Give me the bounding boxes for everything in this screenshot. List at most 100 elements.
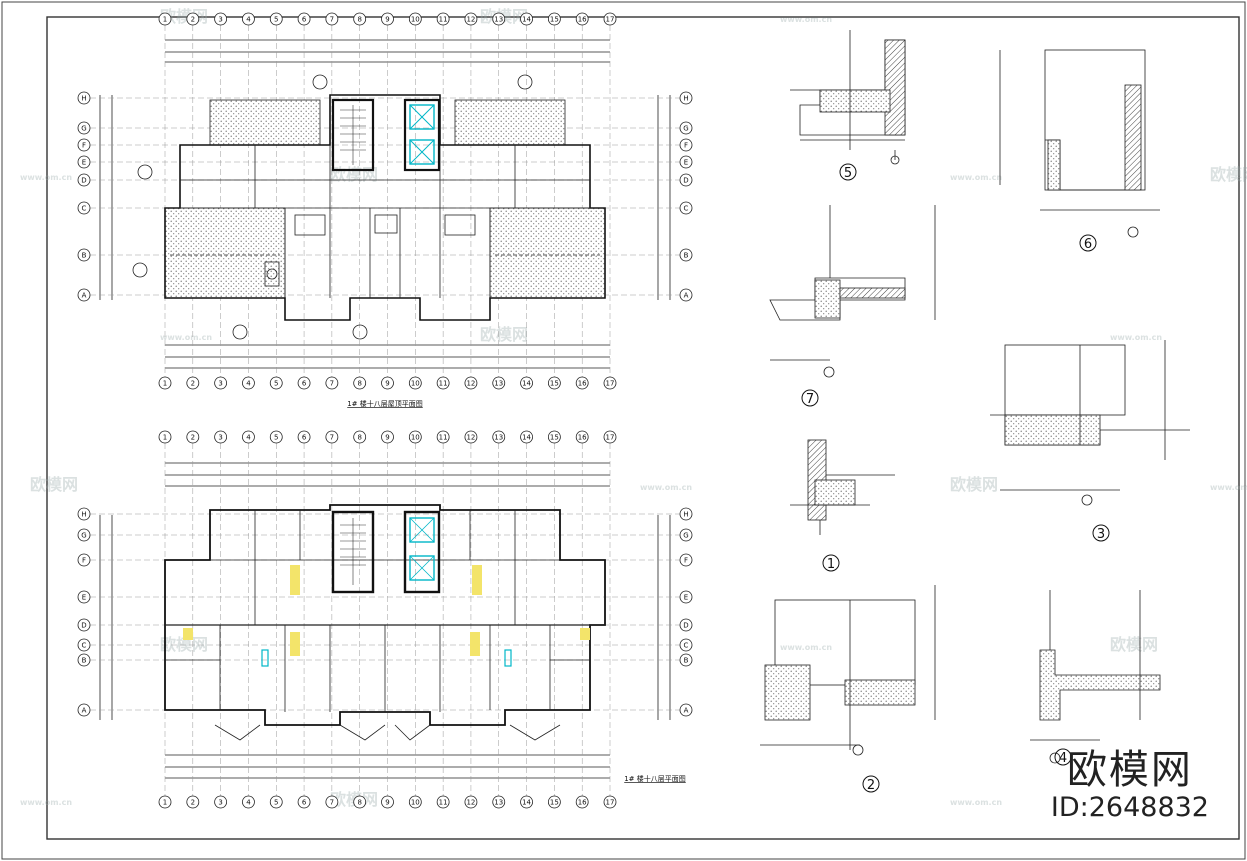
svg-text:16: 16 [578,380,587,388]
watermark-mark: www.om.cn [780,15,832,24]
svg-text:4: 4 [246,434,251,442]
svg-text:12: 12 [466,380,475,388]
axis-bubble-bottom: 12 [464,376,478,390]
axis-bubble-right: B [679,653,693,667]
detail-number: 7 [806,392,814,407]
axis-bubble-bottom: 14 [520,376,533,390]
axis-bubble-top: 3 [214,430,228,444]
svg-text:8: 8 [357,16,361,24]
svg-text:B: B [684,657,689,665]
svg-text:1: 1 [163,799,167,807]
axis-bubble-bottom: 14 [520,795,533,809]
axis-bubble-bottom: 10 [408,376,422,390]
axis-bubble-top: 16 [575,430,589,444]
axis-bubble-top: 11 [436,12,450,26]
watermark-mark: www.om.cn [160,333,212,342]
svg-text:9: 9 [385,799,389,807]
svg-text:3: 3 [218,799,222,807]
axis-bubble-right: G [679,528,693,542]
svg-text:8: 8 [357,799,361,807]
axis-bubble-right: B [679,248,693,262]
axis-bubble-bottom: 15 [547,795,561,809]
axis-bubble-top: 8 [353,12,367,26]
svg-text:2: 2 [191,434,195,442]
axis-bubble-bottom: 1 [158,376,172,390]
axis-bubble-top: 7 [325,430,339,444]
svg-text:17: 17 [606,16,615,24]
axis-bubble-left: C [77,201,91,215]
svg-text:3: 3 [218,16,222,24]
watermark-mark: www.om.cn [1210,483,1247,492]
watermark-mark: 欧模网 [480,325,528,344]
svg-text:3: 3 [218,434,222,442]
axis-bubble-left: F [77,138,91,152]
watermark-mark: www.om.cn [780,643,832,652]
axis-bubble-bottom: 10 [408,795,422,809]
floor-plan [90,443,680,796]
svg-text:6: 6 [302,799,307,807]
axis-bubble-bottom: 5 [269,795,283,809]
svg-text:5: 5 [274,380,278,388]
svg-text:12: 12 [466,16,475,24]
detail-number: 3 [1097,527,1105,542]
svg-text:C: C [82,642,87,650]
svg-text:14: 14 [522,380,531,388]
svg-text:1: 1 [163,434,167,442]
axis-bubble-top: 3 [214,12,228,26]
watermark-mark: 欧模网 [160,635,208,654]
detail-number: 1 [827,557,835,572]
svg-text:10: 10 [411,434,420,442]
roof-plan-title: 1# 楼十八层屋顶平面图 [347,399,423,408]
axis-bubble-left: G [77,528,91,542]
svg-text:1: 1 [163,16,167,24]
svg-text:10: 10 [411,380,420,388]
svg-text:E: E [82,594,86,602]
axis-bubble-right: H [679,507,693,521]
svg-text:A: A [684,292,689,300]
roof-plan [90,25,680,377]
axis-bubble-left: E [77,155,91,169]
axis-bubble-right: D [679,173,693,187]
svg-text:5: 5 [274,434,278,442]
svg-text:G: G [81,125,86,133]
svg-text:16: 16 [578,16,587,24]
svg-text:F: F [684,142,688,150]
detail-number: 5 [844,166,852,181]
svg-text:H: H [683,511,688,519]
axis-bubble-top: 10 [408,430,422,444]
svg-text:H: H [81,95,86,103]
axis-bubble-bottom: 3 [214,376,228,390]
axis-bubble-top: 15 [547,12,561,26]
svg-text:16: 16 [578,799,587,807]
svg-text:G: G [683,532,688,540]
detail-number: 4 [1059,751,1067,766]
svg-text:8: 8 [357,434,361,442]
watermark-mark: www.om.cn [20,798,72,807]
axis-bubble-left: G [77,121,91,135]
watermark-id-block: 欧模网 ID:2648832 [1051,747,1209,823]
svg-text:A: A [82,292,87,300]
svg-text:7: 7 [330,380,334,388]
svg-text:G: G [683,125,688,133]
axis-bubble-bottom: 8 [353,795,367,809]
axis-bubble-left: H [77,507,91,521]
svg-text:F: F [82,142,86,150]
svg-text:E: E [82,159,86,167]
axis-bubble-right: E [679,590,693,604]
svg-text:D: D [683,622,688,630]
svg-text:12: 12 [466,434,475,442]
svg-text:11: 11 [439,799,448,807]
axis-bubble-top: 11 [436,430,450,444]
svg-text:7: 7 [330,799,334,807]
floor-plan-title: 1# 楼十八层平面图 [624,774,686,783]
axis-bubble-right: F [679,553,693,567]
axis-bubble-top: 17 [603,12,617,26]
axis-bubble-left: A [77,288,91,302]
detail-number: 6 [1084,237,1092,252]
svg-text:C: C [684,642,689,650]
svg-text:16: 16 [578,434,587,442]
svg-text:4: 4 [246,16,251,24]
